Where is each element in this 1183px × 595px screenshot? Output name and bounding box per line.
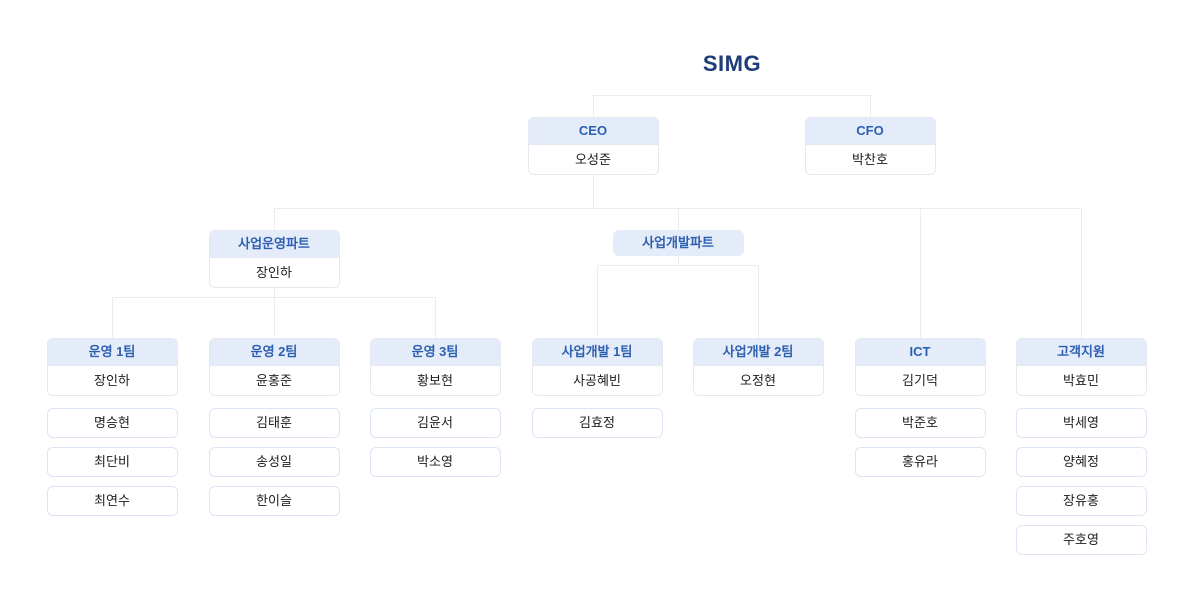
org-node-person: 사공혜빈 xyxy=(532,365,662,395)
org-node-person: 박찬호 xyxy=(805,144,935,174)
member-box: 김효정 xyxy=(531,408,663,438)
org-node-title: 운영 1팀 xyxy=(47,339,177,365)
member-box: 김태훈 xyxy=(208,408,340,438)
org-node-title: 사업개발파트 xyxy=(612,230,744,256)
connector-line xyxy=(678,208,679,230)
org-node-biz-dev-part: 사업개발파트 xyxy=(612,230,744,256)
member-box: 한이슬 xyxy=(208,486,340,516)
connector-line xyxy=(274,208,1081,209)
org-node-title: 사업운영파트 xyxy=(209,231,339,257)
org-node-title: 운영 2팀 xyxy=(209,339,339,365)
org-node-person: 황보현 xyxy=(370,365,500,395)
connector-line xyxy=(593,173,594,208)
member-box: 최단비 xyxy=(46,447,178,477)
company-logo: SIMG xyxy=(702,51,762,76)
org-node-person: 장인하 xyxy=(47,365,177,395)
org-node-person: 김기덕 xyxy=(855,365,985,395)
connector-line xyxy=(435,297,436,338)
org-node-person: 장인하 xyxy=(209,257,339,287)
member-box: 박세영 xyxy=(1015,408,1147,438)
member-box: 홍유라 xyxy=(854,447,986,477)
connector-line xyxy=(597,265,758,266)
org-node-title: 고객지원 xyxy=(1016,339,1146,365)
org-node-person: 오정현 xyxy=(693,365,823,395)
connector-line xyxy=(593,95,870,96)
org-node-person: 박효민 xyxy=(1016,365,1146,395)
connector-line xyxy=(112,297,435,298)
org-node-title: CFO xyxy=(805,118,935,144)
connector-line xyxy=(758,265,759,338)
org-node-person: 윤홍준 xyxy=(209,365,339,395)
org-node-title: CEO xyxy=(528,118,658,144)
connector-line xyxy=(274,208,275,230)
member-box: 박준호 xyxy=(854,408,986,438)
connector-line xyxy=(274,286,275,297)
connector-line xyxy=(678,256,679,265)
connector-line xyxy=(274,297,275,338)
org-node-title: 운영 3팀 xyxy=(370,339,500,365)
connector-line xyxy=(597,265,598,338)
member-box: 주호영 xyxy=(1015,525,1147,555)
org-node-title: 사업개발 1팀 xyxy=(532,339,662,365)
connector-line xyxy=(593,95,594,117)
org-node-title: ICT xyxy=(855,339,985,365)
connector-line xyxy=(112,297,113,338)
member-box: 박소영 xyxy=(369,447,501,477)
member-box: 장유홍 xyxy=(1015,486,1147,516)
member-box: 최연수 xyxy=(46,486,178,516)
connector-line xyxy=(870,95,871,117)
member-box: 명승현 xyxy=(46,408,178,438)
connector-line xyxy=(1081,208,1082,338)
member-box: 김윤서 xyxy=(369,408,501,438)
org-node-person: 오성준 xyxy=(528,144,658,174)
member-box: 송성일 xyxy=(208,447,340,477)
connector-line xyxy=(920,208,921,338)
org-node-title: 사업개발 2팀 xyxy=(693,339,823,365)
member-box: 양혜정 xyxy=(1015,447,1147,477)
